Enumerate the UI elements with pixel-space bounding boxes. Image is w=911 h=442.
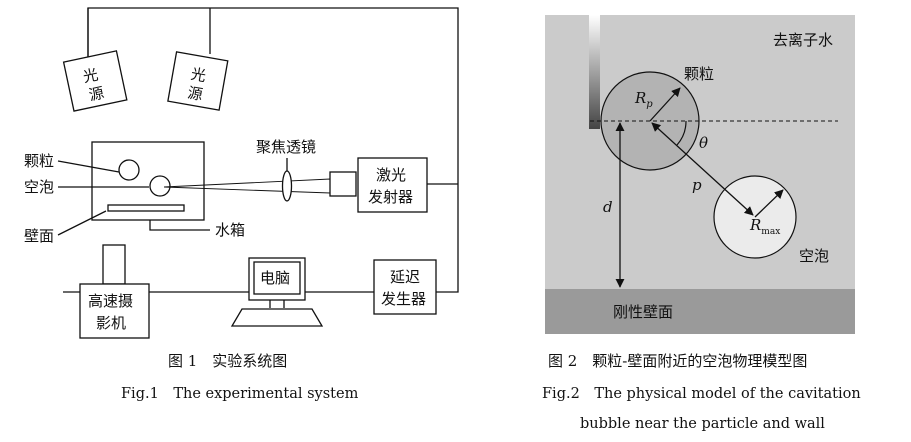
rp-arrow	[649, 87, 681, 122]
rmax-sub: max	[761, 227, 780, 237]
label-rmax: Rmax	[749, 216, 780, 237]
laser-line1: 激光	[376, 166, 406, 184]
figure-1-caption-en: Fig.1 The experimental system	[121, 386, 359, 402]
label-tank: 水箱	[215, 221, 245, 239]
label-bubble: 空泡	[24, 178, 54, 196]
label-water: 去离子水	[773, 31, 833, 49]
label-particle: 颗粒	[24, 152, 54, 170]
label-bubble-2: 空泡	[799, 247, 829, 265]
theta-arc	[676, 120, 687, 146]
probe-bar	[589, 15, 600, 129]
laser-emitter	[357, 157, 428, 213]
light-source-1	[62, 50, 128, 112]
rp-sub: p	[646, 99, 653, 110]
leader-tank	[149, 220, 210, 231]
computer-screen	[253, 261, 301, 295]
rmax-main: R	[749, 216, 761, 234]
focusing-lens	[281, 170, 293, 202]
camera-line2: 影机	[96, 314, 126, 332]
figure-1-experimental-system	[57, 7, 459, 339]
tank-wall	[107, 204, 185, 212]
computer-label: 电脑	[260, 269, 290, 287]
label-rigid-wall: 刚性壁面	[613, 303, 673, 321]
light-source-2-line1: 光	[189, 65, 207, 85]
rigid-wall	[545, 289, 855, 334]
light-source-2-line2: 源	[186, 84, 204, 104]
computer-keyboard	[230, 308, 324, 327]
label-theta: θ	[699, 134, 708, 152]
figure-1-labels: 光 源 光 源 颗粒 空泡 壁面 水箱 聚焦透镜 激光 发射器 电脑 高速摄 影…	[24, 65, 426, 332]
light-source-1-line1: 光	[81, 65, 99, 86]
camera-lens	[102, 244, 126, 285]
delay-line2: 发生器	[381, 290, 426, 308]
label-lens: 聚焦透镜	[256, 138, 316, 156]
label-rp: Rp	[634, 89, 653, 110]
p-arrow	[651, 122, 754, 216]
laser-head	[329, 171, 357, 197]
leader-wall	[57, 210, 107, 236]
high-speed-camera	[79, 283, 150, 339]
light-source-2	[167, 51, 229, 111]
figure-2-caption-cn: 图 2 颗粒-壁面附近的空泡物理模型图	[548, 352, 807, 370]
figure-2-caption-en-2: bubble near the particle and wall	[580, 416, 825, 432]
camera-line1: 高速摄	[88, 292, 133, 310]
figure-2-caption-en-1: Fig.2 The physical model of the cavitati…	[542, 386, 861, 402]
delay-generator	[373, 259, 437, 315]
light-source-1-line2: 源	[87, 84, 105, 105]
delay-line1: 延迟	[390, 268, 420, 286]
rmax-arrow	[754, 189, 784, 218]
rp-main: R	[634, 89, 646, 107]
tank-bubble	[149, 175, 171, 197]
tank-particle	[118, 159, 140, 181]
water-tank	[91, 141, 205, 221]
figure-2-labels: 去离子水 颗粒 Rp θ p d Rmax 空泡 刚性壁面	[603, 31, 833, 321]
laser-line2: 发射器	[368, 188, 413, 206]
label-d: d	[603, 198, 613, 216]
figure-2-physical-model	[545, 15, 855, 334]
leader-particle	[57, 160, 120, 173]
label-particle-2: 颗粒	[684, 65, 714, 83]
figure-1-caption-cn: 图 1 实验系统图	[168, 352, 287, 370]
label-p: p	[692, 176, 702, 194]
label-wall: 壁面	[24, 227, 54, 245]
